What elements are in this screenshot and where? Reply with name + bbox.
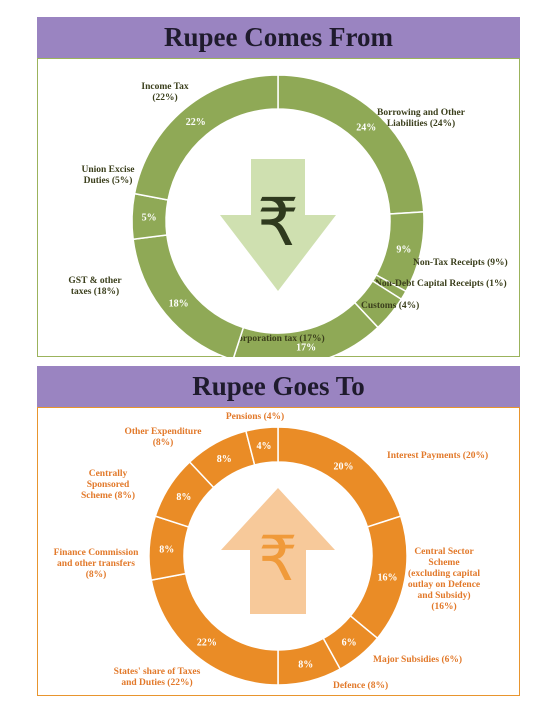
slice-percent-label: 18%: [169, 299, 189, 310]
donut-slice: [133, 74, 279, 201]
slice-category-label: Interest Payments (20%): [387, 450, 488, 461]
donut-slice: [245, 426, 279, 466]
slice-category-label: Income Tax(22%): [141, 82, 188, 103]
slice-percent-label: 4%: [257, 441, 272, 452]
slice-percent-label: 8%: [176, 492, 191, 503]
slice-percent-label: 17%: [296, 342, 316, 353]
slice-percent-label: 22%: [186, 117, 206, 128]
slice-percent-label: 6%: [342, 637, 357, 648]
rupee-goes-to-panel: Rupee Goes To ₹20% Interest Payments (20%…: [37, 366, 520, 696]
chart-frame: [37, 407, 520, 696]
slice-category-label: Non-Debt Capital Receipts (1%): [375, 278, 507, 289]
rupee-icon: ₹: [257, 184, 299, 261]
arrow-icon: [220, 159, 336, 291]
slice-percent-label: 1%: [359, 268, 374, 279]
slice-percent-label: 4%: [347, 281, 362, 292]
slice-percent-label: 9%: [396, 245, 411, 256]
rupee-goes-to-donut: ₹20% Interest Payments (20%) 16% Central Se…: [54, 411, 489, 691]
arrow-icon: [221, 488, 335, 614]
slice-category-label: Non-Tax Receipts (9%): [413, 257, 508, 268]
slice-percent-label: 16%: [378, 572, 398, 583]
donut-slice: [132, 234, 245, 357]
chart-title: Rupee Goes To: [37, 366, 520, 407]
slice-percent-label: 8%: [159, 544, 174, 555]
rupee-comes-from-panel: Rupee Comes From ₹24%Borrowing and Other…: [37, 17, 520, 357]
slice-category-label: Defence (8%): [333, 680, 388, 691]
donut-slice: [233, 301, 380, 357]
slice-category-label: Pensions (4%): [226, 411, 284, 422]
chart-title: Rupee Comes From: [37, 17, 520, 58]
slice-percent-label: 5%: [142, 212, 157, 223]
rupee-icon: ₹: [258, 522, 297, 595]
slice-percent-label: 8%: [217, 454, 232, 465]
slice-category-label: Major Subsidies (6%): [373, 654, 462, 665]
slice-percent-label: 8%: [298, 659, 313, 670]
slice-percent-label: 24%: [356, 122, 376, 133]
slice-percent-label: 22%: [197, 637, 217, 648]
slice-category-label: Customs (4%): [361, 300, 419, 311]
slice-percent-label: 20%: [334, 461, 354, 472]
slice-category-label: Corporation tax (17%): [231, 333, 324, 344]
slice-category-label: Other Expenditure(8%): [125, 427, 202, 448]
